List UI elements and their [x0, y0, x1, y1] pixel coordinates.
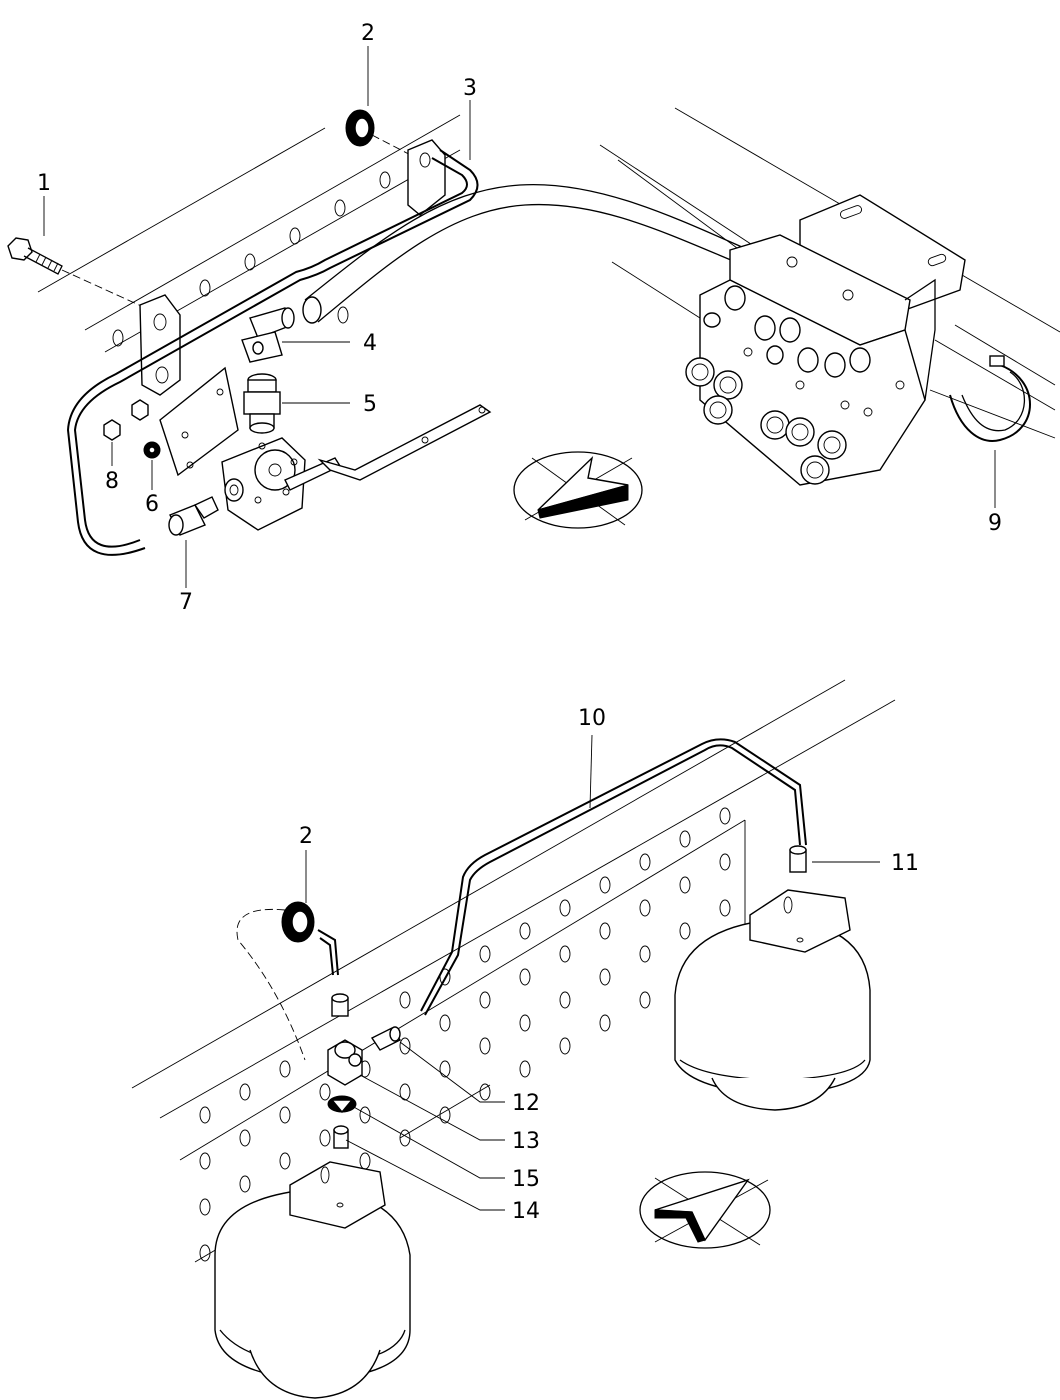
callout-14: 14 — [512, 1199, 540, 1224]
chassis-hole — [719, 807, 731, 825]
callout-1: 1 — [37, 171, 51, 196]
chassis-hole — [199, 1106, 211, 1124]
fitting-part-14 — [333, 1125, 349, 1149]
grommet-part-2-bottom — [236, 901, 315, 1061]
chassis-hole — [239, 1175, 251, 1193]
main-hose — [302, 183, 761, 324]
elbow-fitting-part-4 — [241, 307, 295, 363]
chassis-hole — [719, 899, 731, 917]
chassis-hole — [559, 945, 571, 963]
chassis-hole — [679, 922, 691, 940]
callout-2-bottom: 2 — [299, 824, 313, 849]
chassis-hole — [639, 853, 651, 871]
chassis-hole — [399, 1037, 411, 1055]
chassis-hole — [479, 1083, 491, 1101]
chassis-hole — [679, 876, 691, 894]
chassis-hole — [479, 991, 491, 1009]
chassis-hole — [239, 1129, 251, 1147]
valve-block — [685, 194, 966, 486]
chassis-hole — [319, 1129, 331, 1147]
seal-part-15 — [327, 1095, 357, 1114]
grommet-part-2-top — [345, 109, 431, 166]
callout-11: 11 — [891, 851, 919, 876]
chassis-hole — [479, 1037, 491, 1055]
chassis-hole — [679, 830, 691, 848]
fitting-part-7 — [168, 496, 219, 536]
callout-8: 8 — [105, 469, 119, 494]
fitting-part-12 — [370, 1026, 402, 1051]
chassis-hole — [639, 991, 651, 1009]
air-pipe-part-3 — [66, 149, 479, 556]
chassis-hole — [359, 1106, 371, 1124]
chassis-hole — [519, 1014, 531, 1032]
chassis-hole — [279, 1152, 291, 1170]
chassis-holes — [199, 807, 731, 1262]
chassis-hole — [559, 991, 571, 1009]
chassis-hole — [439, 1106, 451, 1124]
levelling-valve — [159, 366, 492, 531]
callout-2-top: 2 — [361, 21, 375, 46]
arrow-direction-icon — [639, 1171, 771, 1249]
chassis-hole — [399, 991, 411, 1009]
chassis-hole — [279, 1060, 291, 1078]
chassis-hole — [519, 1060, 531, 1078]
arrow-direction-icon — [513, 451, 643, 529]
callout-6: 6 — [145, 492, 159, 517]
chassis-hole — [559, 899, 571, 917]
fitting-part-11 — [789, 845, 807, 873]
chassis-hole — [519, 968, 531, 986]
leader-lines-bottom — [305, 734, 880, 1211]
chassis-hole — [479, 945, 491, 963]
chassis-hole — [439, 968, 451, 986]
tee-connector-part-13 — [327, 1039, 363, 1086]
connector-part-5 — [243, 373, 281, 434]
chassis-hole — [439, 1014, 451, 1032]
leader-lines-top — [43, 46, 996, 588]
air-spring-left — [214, 1161, 411, 1399]
callout-9: 9 — [988, 511, 1002, 536]
air-pipe-part-10 — [420, 738, 807, 1016]
callout-13: 13 — [512, 1129, 540, 1154]
chassis-hole — [439, 1060, 451, 1078]
chassis-hole — [599, 876, 611, 894]
cable-tie-part-9 — [949, 355, 1031, 442]
mounting-bracket — [139, 139, 446, 396]
chassis-hole — [599, 922, 611, 940]
chassis-hole — [559, 1037, 571, 1055]
chassis-hole — [599, 1014, 611, 1032]
chassis-hole — [599, 968, 611, 986]
callout-5: 5 — [363, 392, 377, 417]
chassis-hole — [399, 1129, 411, 1147]
rail-holes — [112, 171, 391, 347]
chassis-hole — [639, 899, 651, 917]
top-assembly — [7, 46, 1060, 588]
short-pipe — [317, 929, 339, 976]
chassis-hole — [319, 1083, 331, 1101]
chassis-hole — [719, 853, 731, 871]
chassis-hole — [359, 1152, 371, 1170]
chassis-hole — [239, 1083, 251, 1101]
chassis-hole — [399, 1083, 411, 1101]
nut-part-8 — [103, 399, 149, 441]
bottom-assembly — [131, 679, 896, 1399]
chassis-hole — [519, 922, 531, 940]
callout-12: 12 — [512, 1091, 540, 1116]
callout-7: 7 — [179, 590, 193, 615]
callout-3: 3 — [463, 76, 477, 101]
callout-10: 10 — [578, 706, 606, 731]
air-spring-right — [674, 889, 871, 1111]
chassis-hole — [199, 1198, 211, 1216]
bolt-part-1 — [7, 237, 151, 311]
callout-labels: 1 2 3 4 5 6 7 8 9 10 2 11 12 13 15 14 — [37, 21, 1002, 1224]
chassis-hole — [199, 1152, 211, 1170]
chassis-hole — [199, 1244, 211, 1262]
chassis-hole — [639, 945, 651, 963]
washer-part-6 — [143, 441, 161, 459]
fitting-part-upper — [331, 993, 349, 1017]
callout-15: 15 — [512, 1167, 540, 1192]
chassis-hole — [279, 1106, 291, 1124]
callout-4: 4 — [363, 331, 377, 356]
